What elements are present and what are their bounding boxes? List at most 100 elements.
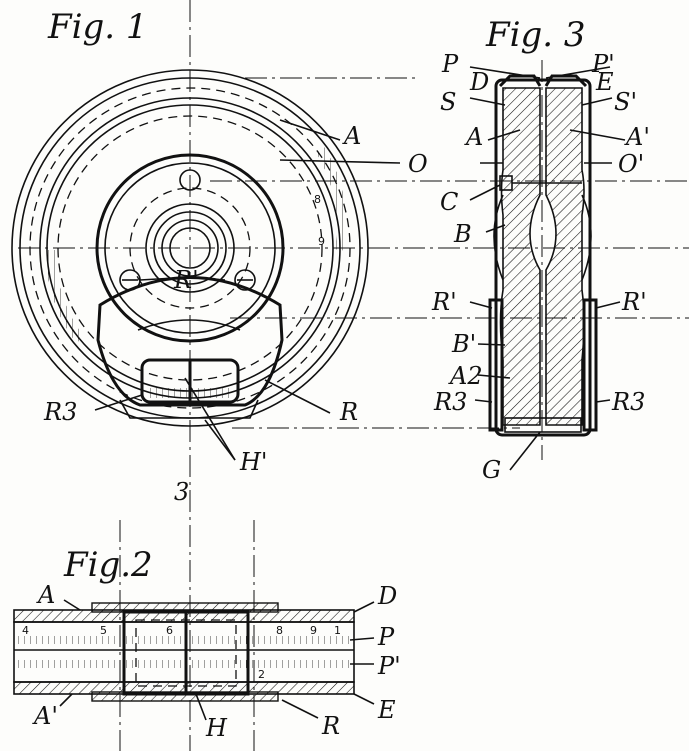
leader-H-prime-1 <box>184 377 236 461</box>
housing-foot <box>119 399 259 419</box>
leader-S-prime <box>581 97 613 106</box>
leader-R-prime-2 <box>199 277 226 281</box>
hub-B-right <box>581 194 592 281</box>
scale-ticks-P-prime <box>16 660 352 668</box>
leader-A3-prime <box>569 129 626 141</box>
fig1-title: Fig. 1 <box>47 7 147 47</box>
label-A: A <box>342 122 361 150</box>
label-A-prime-fig2: A' <box>32 702 58 730</box>
hub-inner-3 <box>169 227 211 269</box>
hub <box>145 203 235 293</box>
label-A-fig2: A <box>36 581 55 609</box>
disk-A-prime-section <box>545 87 585 426</box>
label-D-fig3: D <box>469 68 489 96</box>
leader-R-prime-l <box>469 301 493 309</box>
leader-A2 <box>477 374 511 379</box>
label-H-prime: H' <box>239 448 268 476</box>
figure-3: Fig. 3 P P' D E S S' A A' O' C B R' R' B… <box>431 15 650 484</box>
disk-A-section <box>499 87 541 426</box>
ring-dashed-1 <box>29 87 351 409</box>
scale-number-2: 2 <box>258 668 265 681</box>
leader-D-fig2 <box>353 601 375 613</box>
leader-R-fig2 <box>281 699 319 719</box>
sleeve-right <box>582 298 598 432</box>
leader-R-prime-1 <box>139 277 176 281</box>
leader-R3 <box>94 394 143 411</box>
leader-O <box>279 159 401 164</box>
hub-B-left <box>493 194 504 281</box>
inner-thick-ring <box>95 153 285 343</box>
figure-2: 4 5 6 8 9 1 2 Fig.2 A D P P' A' H R E <box>13 520 401 751</box>
scale-number-1: 1 <box>334 624 341 637</box>
scale-number-4: 4 <box>22 624 29 637</box>
figure-1: 8 9 Fig. 1 A O R' R3 R H' 3 <box>11 0 689 751</box>
leader-A-prime-fig2 <box>59 693 73 707</box>
leader-H-prime-2 <box>204 419 236 461</box>
leader-R3-l <box>474 399 493 403</box>
ring-dashed-2 <box>57 115 323 381</box>
label-A-fig3: A <box>464 123 483 151</box>
label-H-fig2: H <box>205 714 228 742</box>
sleeve-left <box>488 298 504 432</box>
fig2-title: Fig.2 <box>63 545 153 585</box>
screw-hole-right <box>234 269 256 291</box>
section-mark-3: 3 <box>174 478 189 506</box>
screw-hole-top <box>179 169 201 191</box>
label-E-fig3: E <box>595 68 614 96</box>
label-O-prime: O' <box>618 150 644 178</box>
rim-D <box>498 74 542 88</box>
cap-G <box>504 417 582 433</box>
hub-inner <box>153 211 227 285</box>
scale-arc-right <box>315 147 347 251</box>
scale-number-9: 9 <box>318 235 325 248</box>
leader-R-prime-r <box>595 301 621 309</box>
hub-dashed <box>129 187 251 309</box>
scale-arc-left <box>45 249 85 343</box>
fig3-title: Fig. 3 <box>485 15 585 55</box>
leader-P-prime <box>545 66 611 79</box>
label-R: R <box>339 398 358 426</box>
leader-G <box>509 431 541 471</box>
label-S-prime: S' <box>614 88 637 116</box>
label-B: B <box>453 220 472 248</box>
leader-A3 <box>487 129 521 141</box>
label-R3-left: R3 <box>433 388 467 416</box>
label-D-fig2: D <box>377 582 397 610</box>
label-R3-right: R3 <box>611 388 645 416</box>
scale-number-9-fig2: 9 <box>310 624 317 637</box>
label-B-prime: B' <box>451 330 476 358</box>
outer-ring <box>11 69 369 427</box>
leader-P <box>469 66 541 79</box>
leader-C <box>469 184 501 201</box>
label-R-prime: R' <box>173 266 199 294</box>
label-A2: A2 <box>448 362 483 390</box>
housing-inner-arc <box>137 319 241 331</box>
rim-E <box>544 74 588 88</box>
label-G: G <box>482 456 501 484</box>
label-S: S <box>440 88 456 116</box>
leader-B-prime <box>477 343 506 346</box>
leader-R <box>264 379 331 414</box>
label-R-fig2: R <box>321 712 340 740</box>
leader-A <box>279 119 341 141</box>
leader-H-fig2 <box>195 693 207 721</box>
leader-A-fig2 <box>63 599 81 611</box>
label-R-prime-left: R' <box>431 288 457 316</box>
scale-number-8-fig2: 8 <box>276 624 283 637</box>
leader-S <box>469 97 506 106</box>
scale-number-6: 6 <box>166 624 173 637</box>
scale-number-8: 8 <box>314 193 321 206</box>
scale-ticks-P <box>16 636 352 644</box>
inner-ring <box>104 162 276 334</box>
label-R3: R3 <box>43 398 77 426</box>
label-E-fig2: E <box>377 696 396 724</box>
leader-R3-r <box>595 399 611 403</box>
scale-body <box>13 621 355 683</box>
leader-B <box>485 224 506 233</box>
leader-E-fig2 <box>353 693 375 705</box>
label-C: C <box>440 188 458 216</box>
label-P-prime-fig2: P' <box>377 652 401 680</box>
label-R-prime-right: R' <box>621 288 647 316</box>
